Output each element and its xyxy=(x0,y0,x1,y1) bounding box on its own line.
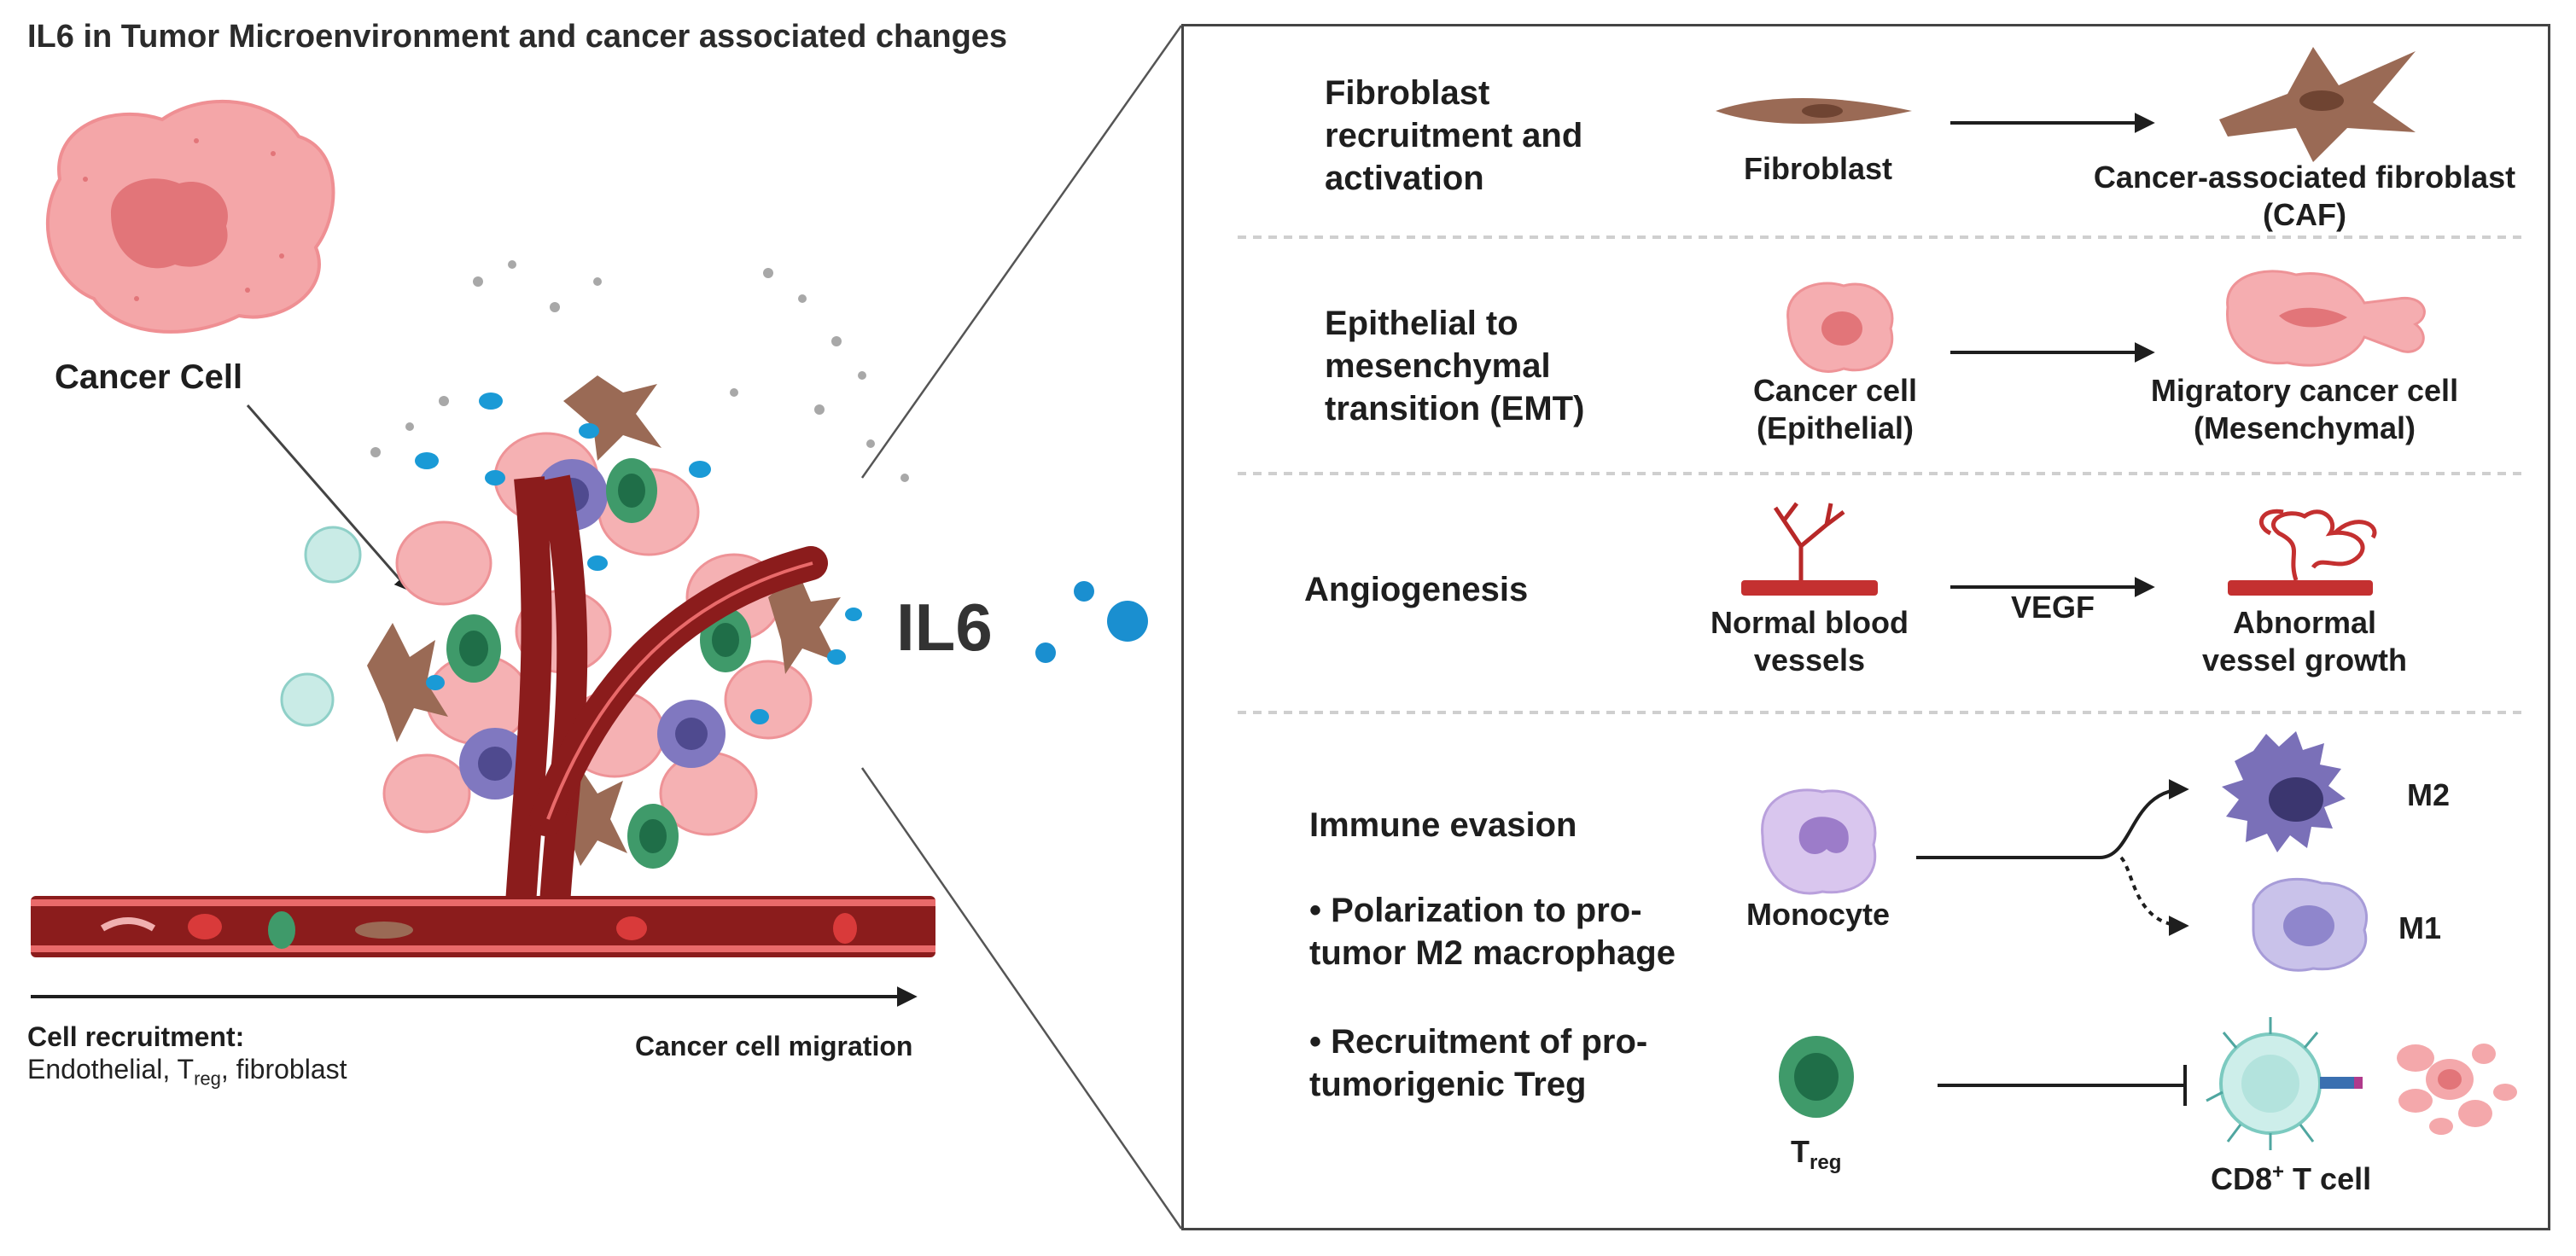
monocyte-icon xyxy=(1761,788,1877,895)
treg-label-subscript: reg xyxy=(1810,1151,1842,1175)
migratory-label-line: (Mesenchymal) xyxy=(2193,410,2416,445)
migratory-cell-label: Migratory cancer cell (Mesenchymal) xyxy=(2083,372,2526,447)
row-title-line: activation xyxy=(1325,160,1484,197)
epithelial-label-line: Cancer cell xyxy=(1752,373,1918,408)
migratory-label-line: Migratory cancer cell xyxy=(2150,373,2459,408)
row-title-line: Fibroblast xyxy=(1325,74,1490,112)
cancer-cell-label: Cancer Cell xyxy=(55,358,243,396)
recruitment-footer: Cell recruitment: Endothelial, Treg, fib… xyxy=(27,1020,347,1095)
figure-title: IL6 in Tumor Microenvironment and cancer… xyxy=(27,19,1008,55)
cancer-cell-icon xyxy=(46,100,335,334)
epithelial-cancer-cell-icon xyxy=(1786,282,1894,373)
row-title-line: transition (EMT) xyxy=(1325,390,1585,427)
abnormal-vessel-label: Abnormal vessel growth xyxy=(2185,604,2424,679)
treg-recruitment-bullet: • Recruitment of pro- tumorigenic Treg xyxy=(1309,1020,1647,1106)
abnormal-vessel-growth-icon xyxy=(2228,509,2377,596)
emt-title: Epithelial to mesenchymal transition (EM… xyxy=(1325,302,1584,430)
inhibition-arrow xyxy=(1938,1065,2187,1106)
recruitment-subscript: reg xyxy=(194,1067,221,1090)
zoom-line-top xyxy=(860,25,1183,479)
normal-vessel-label: Normal blood vessels xyxy=(1690,604,1929,679)
m2-macrophage-icon xyxy=(2222,731,2346,852)
cd8-t-cell-icon xyxy=(2206,1017,2363,1150)
recruitment-text-suffix: , fibroblast xyxy=(220,1054,347,1084)
mechanisms-panel xyxy=(1181,24,2550,1230)
treg-icon xyxy=(1779,1036,1854,1118)
cd8-label-suffix: T cell xyxy=(2284,1161,2372,1196)
fibroblast-label: Fibroblast xyxy=(1743,151,1892,186)
tumor-microenvironment-icon xyxy=(280,260,909,906)
bullet-line: tumor M2 macrophage xyxy=(1309,934,1676,972)
monocyte-label: Monocyte xyxy=(1746,897,1890,932)
row-title-line: recruitment and xyxy=(1325,117,1583,154)
angiogenesis-title: Angiogenesis xyxy=(1304,571,1529,608)
caf-label-line: (CAF) xyxy=(2263,197,2346,232)
cancer-cell-pointer-arrow xyxy=(246,404,411,591)
recruitment-text: Endothelial, T xyxy=(27,1054,195,1084)
migratory-cancer-cell-icon xyxy=(2226,270,2426,367)
m2-polarization-bullet: • Polarization to pro- tumor M2 macropha… xyxy=(1309,889,1676,974)
il6-molecules-icon xyxy=(1035,581,1148,663)
blood-vessel-icon xyxy=(31,896,935,957)
treg-label-text: T xyxy=(1791,1134,1810,1169)
epithelial-label-line: (Epithelial) xyxy=(1756,410,1914,445)
m1-label: M1 xyxy=(2398,910,2442,945)
m1-polarization-arrow xyxy=(2119,856,2189,936)
recruitment-heading: Cell recruitment: xyxy=(27,1021,245,1052)
migration-label: Cancer cell migration xyxy=(635,1031,913,1061)
immune-evasion-title: Immune evasion xyxy=(1309,806,1577,844)
fibroblast-activation-title: Fibroblast recruitment and activation xyxy=(1325,72,1582,200)
zoom-line-bottom xyxy=(860,767,1183,1230)
cd8-t-cell-label: CD8+ T cell xyxy=(2211,1154,2371,1198)
normal-blood-vessel-icon xyxy=(1741,502,1878,596)
vegf-label: VEGF xyxy=(2010,590,2095,625)
row-title-line: Epithelial to xyxy=(1325,305,1518,342)
il6-label: IL6 xyxy=(896,590,993,665)
row-title-line: mesenchymal xyxy=(1325,347,1551,385)
abnormal-vessel-label-line: vessel growth xyxy=(2201,643,2408,677)
abnormal-vessel-label-line: Abnormal xyxy=(2232,605,2376,640)
epithelial-cell-label: Cancer cell (Epithelial) xyxy=(1716,372,1955,447)
bullet-line: • Polarization to pro- xyxy=(1309,892,1642,929)
m2-polarization-arrow xyxy=(1916,779,2189,859)
bullet-line: • Recruitment of pro- xyxy=(1309,1023,1648,1061)
m2-label: M2 xyxy=(2407,777,2451,812)
cd8-label-superscript: + xyxy=(2272,1160,2285,1183)
normal-vessel-label-line: Normal blood xyxy=(1711,605,1909,640)
normal-vessel-label-line: vessels xyxy=(1753,643,1866,677)
cd8-label-text: CD8 xyxy=(2211,1161,2273,1196)
treg-label: Treg xyxy=(1791,1133,1841,1182)
caf-label-line: Cancer-associated fibroblast xyxy=(2093,160,2516,195)
caf-label: Cancer-associated fibroblast (CAF) xyxy=(2074,159,2535,234)
recruitment-cells: Endothelial, Treg, fibroblast xyxy=(27,1053,347,1095)
target-cancer-cell-icon xyxy=(2397,1044,2517,1135)
bullet-line: tumorigenic Treg xyxy=(1309,1066,1587,1103)
m1-macrophage-icon xyxy=(2252,877,2369,972)
